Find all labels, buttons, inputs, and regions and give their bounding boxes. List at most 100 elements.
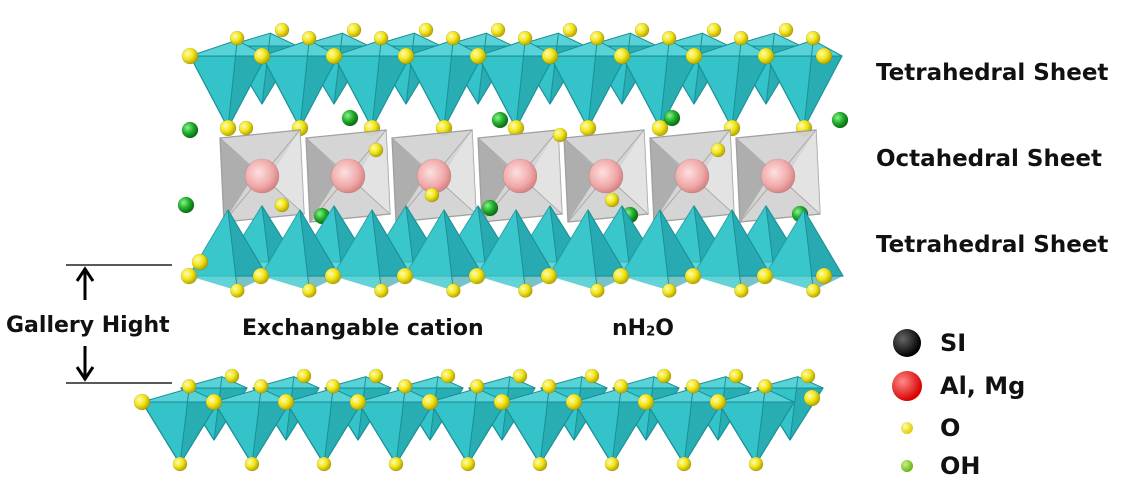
oxygen-atom (468, 267, 486, 285)
oxygen-atom (133, 393, 151, 411)
oxygen-atom (565, 393, 583, 411)
oxygen-atom (685, 47, 703, 65)
oxygen-atom (541, 379, 557, 394)
oxygen-atom (518, 283, 533, 298)
hydroxyl-atom (491, 111, 509, 129)
oxygen-atom (661, 30, 677, 46)
oxygen-atom (316, 456, 332, 472)
legend-al-mg-marker (892, 371, 922, 401)
oxygen-atom (274, 22, 290, 38)
oxygen-atom (709, 393, 727, 411)
oxygen-atom (613, 379, 629, 394)
oxygen-atom (274, 197, 290, 213)
oxygen-atom (637, 393, 655, 411)
legend-markers (892, 329, 922, 472)
legend-oh-label: OH (940, 452, 981, 480)
oxygen-atom (446, 283, 461, 298)
oxygen-atom (532, 456, 548, 472)
oxygen-atom (685, 379, 701, 394)
oxygen-atom (584, 368, 600, 384)
tetrahedral-sheet-top (181, 22, 843, 137)
oxygen-atom (224, 368, 240, 384)
oxygen-atom (517, 30, 533, 46)
oxygen-atom (589, 30, 605, 46)
octahedral-cation (674, 158, 710, 194)
oxygen-atom (374, 283, 389, 298)
oxygen-atom (373, 30, 389, 46)
octahedral-cation (588, 158, 624, 194)
oxygen-atom (181, 47, 199, 65)
oxygen-atom (778, 22, 794, 38)
oxygen-atom (368, 142, 384, 158)
octahedral-cation (502, 158, 538, 194)
oxygen-atom (728, 368, 744, 384)
oxygen-atom (205, 393, 223, 411)
oxygen-atom (301, 30, 317, 46)
hydroxyl-atom (481, 199, 499, 217)
oxygen-atom (191, 253, 209, 271)
legend-si-marker (893, 329, 921, 357)
oxygen-atom (253, 379, 269, 394)
oxygen-atom (229, 30, 245, 46)
oxygen-atom (800, 368, 816, 384)
oxygen-atom (180, 267, 198, 285)
oxygen-atom (634, 22, 650, 38)
oxygen-atom (277, 393, 295, 411)
oxygen-atom (604, 192, 620, 208)
oxygen-atom (590, 283, 605, 298)
oxygen-atom (324, 267, 342, 285)
oxygen-atom (219, 119, 237, 137)
oxygen-atom (684, 267, 702, 285)
oxygen-atom (252, 267, 270, 285)
legend-oh-marker (901, 460, 913, 472)
gallery-height-label: Gallery Hight (6, 313, 170, 338)
oxygen-atom (540, 267, 558, 285)
oxygen-atom (418, 22, 434, 38)
oxygen-atom (613, 47, 631, 65)
oxygen-atom (493, 393, 511, 411)
hydroxyl-atom (341, 109, 359, 127)
oxygen-atom (748, 456, 764, 472)
hydroxyl-atom (663, 109, 681, 127)
oxygen-atom (651, 119, 669, 137)
oxygen-atom (757, 47, 775, 65)
oxygen-atom (552, 127, 568, 143)
oxygen-atom (562, 22, 578, 38)
exchangeable-cation-label: Exchangable cation (242, 316, 484, 341)
legend-si-label: SI (940, 329, 967, 357)
legend-o-marker (901, 422, 913, 434)
tetrahedral-sheet-top-label: Tetrahedral Sheet (876, 60, 1109, 86)
oxygen-atom (604, 456, 620, 472)
oxygen-atom (706, 22, 722, 38)
oxygen-atom (397, 47, 415, 65)
oxygen-atom (181, 379, 197, 394)
tetrahedral-sheet-lower (180, 205, 844, 298)
oxygen-atom (815, 47, 833, 65)
oxygen-atom (490, 22, 506, 38)
oxygen-atom (757, 379, 773, 394)
oxygen-atom (803, 389, 821, 407)
oxygen-atom (541, 47, 559, 65)
octahedral-cation (760, 158, 796, 194)
hydroxyl-atom (181, 121, 199, 139)
oxygen-atom (445, 30, 461, 46)
octahedral-cation (416, 158, 452, 194)
oxygen-atom (815, 267, 833, 285)
oxygen-atom (346, 22, 362, 38)
gallery-height-marker (66, 264, 172, 384)
octahedral-cation (330, 158, 366, 194)
oxygen-atom (756, 267, 774, 285)
oxygen-atom (296, 368, 312, 384)
octahedral-cation (244, 158, 280, 194)
oxygen-atom (424, 187, 440, 203)
hydroxyl-atom (177, 196, 195, 214)
tetrahedral-sheet-bottom-label: Tetrahedral Sheet (876, 232, 1109, 258)
water-label: nH2O (612, 316, 674, 341)
oxygen-atom (805, 30, 821, 46)
legend-al-mg-label: Al, Mg (940, 372, 1026, 400)
tetrahedral-sheet-bottom-layer (133, 368, 824, 472)
oxygen-atom (368, 368, 384, 384)
oxygen-atom (469, 379, 485, 394)
oxygen-atom (612, 267, 630, 285)
